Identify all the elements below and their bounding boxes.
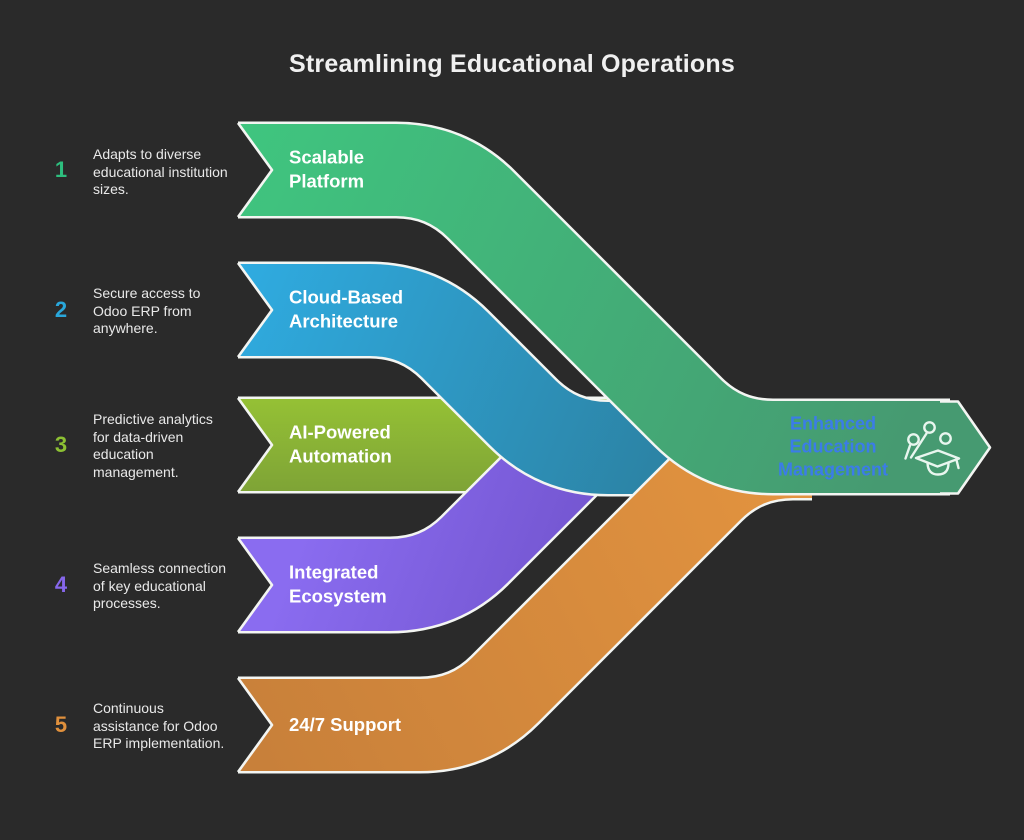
item-number-1: 1: [54, 157, 68, 182]
ribbon-notch: [236, 397, 274, 493]
item-number-4: 4: [54, 572, 68, 597]
ribbon-notch: [236, 537, 274, 633]
item-number-5: 5: [54, 712, 68, 737]
ribbon-scalable-platform: [236, 121, 992, 496]
ribbon-label-247-support: 24/7 Support: [289, 713, 402, 735]
ribbon-label-ai-powered-automation: AI-Powered Automation: [289, 421, 392, 467]
result-arrowhead: [940, 400, 992, 495]
ribbon-cloud-based-architecture: [236, 261, 700, 497]
item-description-1: Adapts to diverse educational institutio…: [93, 145, 228, 197]
ribbon-label-cloud-based-architecture: Cloud-Based Architecture: [289, 286, 404, 332]
item-description-2: Secure access to Odoo ERP from anywhere.: [93, 284, 201, 336]
page-title: Streamlining Educational Operations: [289, 50, 735, 78]
ribbon-integrated-ecosystem: [236, 400, 625, 634]
graduation-cap-network-icon: [904, 421, 961, 476]
ribbon-notch: [236, 262, 274, 358]
item-description-5: Continuous assistance for Odoo ERP imple…: [93, 699, 225, 751]
ribbon-label-scalable-platform: Scalable Platform: [289, 146, 365, 192]
ribbon-notch: [236, 122, 274, 218]
item-number-3: 3: [54, 432, 68, 457]
item-description-3: Predictive analytics for data-driven edu…: [93, 411, 213, 480]
item-description-4: Seamless connection of key educational p…: [93, 559, 227, 611]
ribbon-notch: [236, 677, 274, 773]
item-number-2: 2: [54, 297, 68, 322]
ribbon-label-integrated-ecosystem: Integrated Ecosystem: [289, 561, 387, 607]
result-label: Enhanced Education Management: [777, 413, 889, 480]
